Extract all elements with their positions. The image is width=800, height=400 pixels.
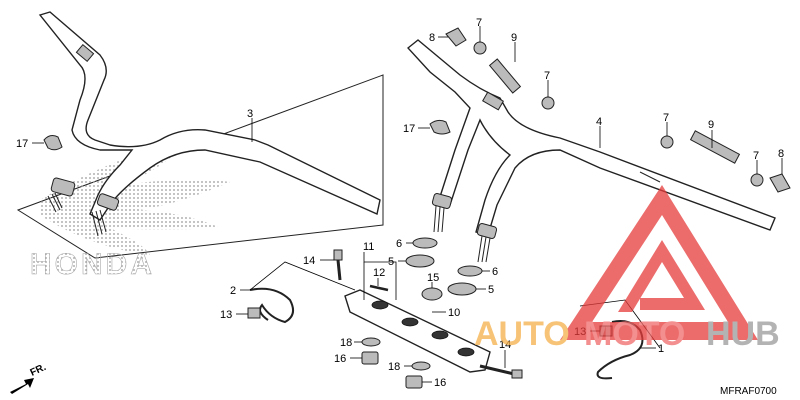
bolt-13-left[interactable] [247, 307, 261, 319]
label-part-8-top: 8 [429, 32, 435, 44]
cushion-5-right[interactable] [447, 282, 477, 296]
label-part-16-left: 16 [334, 353, 346, 365]
label-part-9-top: 9 [511, 32, 517, 44]
handlebar-holder-upper-11[interactable] [344, 289, 491, 373]
label-part-12: 12 [373, 267, 385, 279]
label-part-8-right: 8 [778, 148, 784, 160]
watermark-word-auto: AUTO [474, 315, 570, 353]
front-direction-arrow: FR. [10, 362, 48, 394]
end-weight-8-right[interactable] [769, 173, 791, 193]
label-part-14-lower: 14 [499, 339, 511, 351]
label-part-7-d: 7 [753, 150, 759, 162]
nut-7-c[interactable] [660, 135, 674, 149]
nut-16-right[interactable] [405, 375, 423, 389]
honda-wing-logo [40, 140, 230, 255]
label-part-1: 1 [658, 343, 664, 355]
label-part-6-right: 6 [492, 266, 498, 278]
nut-7-a[interactable] [473, 41, 487, 55]
label-part-15: 15 [427, 272, 439, 284]
label-part-9-right: 9 [708, 119, 714, 131]
label-part-11: 11 [363, 241, 374, 253]
front-label: FR. [29, 362, 48, 379]
label-part-7-c: 7 [663, 112, 669, 124]
label-part-4: 4 [596, 116, 602, 128]
label-part-10: 10 [448, 307, 460, 319]
label-part-5-right: 5 [488, 284, 494, 296]
watermark: AUTO MOTO HUB [474, 185, 780, 353]
handlebar-left-3[interactable] [38, 11, 381, 237]
label-part-14-left: 14 [303, 255, 315, 267]
cushion-5-left[interactable] [405, 254, 435, 268]
pin-12[interactable] [369, 284, 389, 292]
balancer-rod-9-top[interactable] [488, 58, 522, 94]
watermark-triangle-logo [560, 185, 758, 340]
honda-background-text: HONDA [30, 248, 155, 281]
honda-inset-panel: HONDA [16, 74, 384, 281]
collar-15[interactable] [421, 287, 443, 301]
handlebar-right-4[interactable] [406, 39, 776, 263]
end-weight-8-top[interactable] [445, 27, 467, 47]
washer-6-left[interactable] [412, 237, 438, 249]
label-part-18-right: 18 [388, 361, 400, 373]
nut-7-b[interactable] [541, 96, 555, 110]
label-part-3: 3 [247, 108, 253, 120]
nut-16-left[interactable] [361, 351, 379, 365]
label-part-7-a: 7 [476, 17, 482, 29]
label-part-13-left: 13 [220, 309, 232, 321]
label-part-2: 2 [230, 285, 236, 297]
nut-7-d[interactable] [750, 173, 764, 187]
bolt-14-lower[interactable] [479, 364, 523, 379]
label-part-16-right: 16 [434, 377, 446, 389]
washer-18-right[interactable] [411, 361, 431, 371]
label-part-18-left: 18 [340, 337, 352, 349]
clip-17-right[interactable] [429, 119, 451, 135]
bolt-14-left[interactable] [333, 249, 343, 281]
label-part-17-right: 17 [403, 123, 415, 135]
label-part-6-left: 6 [396, 238, 402, 250]
label-part-17-left: 17 [16, 138, 28, 150]
clip-17-left[interactable] [43, 135, 63, 151]
washer-6-right[interactable] [457, 265, 483, 277]
washer-18-left[interactable] [361, 337, 381, 347]
balancer-rod-9-right[interactable] [689, 130, 741, 164]
watermark-word-hub: HUB [706, 315, 780, 353]
diagram-code: MFRAF0700 [720, 386, 777, 397]
label-part-7-b: 7 [544, 70, 550, 82]
watermark-word-moto: MOTO [584, 315, 685, 353]
